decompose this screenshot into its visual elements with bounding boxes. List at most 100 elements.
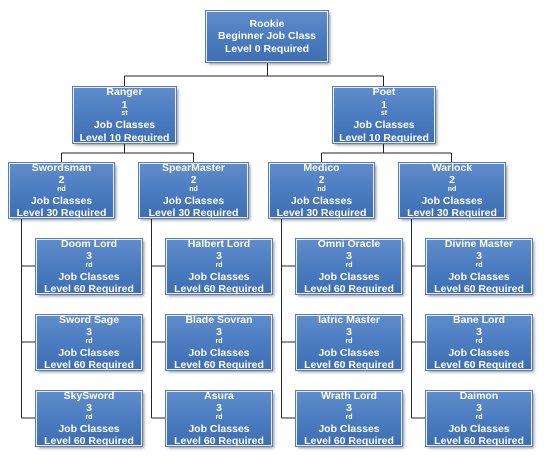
ordinal: 3 <box>346 326 352 338</box>
node-name: Medico <box>303 161 340 174</box>
node-class-label: Job Classes <box>448 270 510 283</box>
ordinal: 3 <box>476 402 482 414</box>
node-name: Daimon <box>459 389 499 402</box>
ordinal: 3 <box>86 326 92 338</box>
connector-swordsman <box>21 218 36 419</box>
connector-ranger <box>61 143 194 163</box>
ordinal: 2 <box>449 174 455 186</box>
ordinal: 3 <box>346 402 352 414</box>
connector-spearmaster <box>151 218 166 419</box>
ordinal: 1 <box>121 98 128 111</box>
ordinal: 3 <box>216 250 222 262</box>
ordinal: 3 <box>216 402 222 414</box>
node-level: Level 60 Required <box>44 435 134 447</box>
ordinal-suffix: rd <box>475 337 483 345</box>
node-name: Sword Sage <box>58 313 120 326</box>
ordinal-suffix: rd <box>85 337 93 345</box>
node-level: Level 30 Required <box>407 207 497 219</box>
node-level: Level 60 Required <box>434 283 524 295</box>
node-class-label: Job Classes <box>30 194 93 207</box>
ordinal-suffix: nd <box>447 185 457 193</box>
ordinal-suffix: rd <box>215 261 223 269</box>
node-class-label: Job Classes <box>421 194 483 207</box>
connector-warlock <box>411 218 426 419</box>
node-name: Asura <box>204 389 234 402</box>
ordinal: 2 <box>318 174 325 186</box>
node-level: Level 10 Required <box>79 131 170 144</box>
ordinal-suffix: rd <box>345 337 353 345</box>
ordinal: 3 <box>86 250 92 262</box>
node-level: Level 30 Required <box>16 207 107 219</box>
node-name: Wrath Lord <box>321 389 377 402</box>
node-class-label: Job Classes <box>188 270 250 283</box>
ordinal: 2 <box>58 174 65 186</box>
node-name: Rookie <box>249 17 285 30</box>
ordinal-suffix: nd <box>189 185 198 193</box>
node-level: Level 60 Required <box>174 435 264 447</box>
ordinal: 1 <box>381 98 387 111</box>
ordinal: 2 <box>190 174 197 186</box>
node-level: Level 60 Required <box>44 359 134 371</box>
node-level: Level 60 Required <box>44 283 134 295</box>
ordinal-suffix: rd <box>345 413 353 421</box>
node-level: Level 60 Required <box>174 359 264 371</box>
ordinal-suffix: rd <box>475 413 483 421</box>
node-class-label: Job Classes <box>188 346 250 359</box>
node-name: Warlock <box>431 161 473 174</box>
node-level: Level 60 Required <box>434 435 524 447</box>
node-level: Level 60 Required <box>304 359 394 371</box>
connector-root <box>124 62 384 87</box>
ordinal: 3 <box>346 250 352 262</box>
ordinal: 3 <box>476 250 482 262</box>
node-class-label: Job Classes <box>162 194 225 207</box>
node-name: Divine Master <box>444 237 514 250</box>
node-name: Halbert Lord <box>187 237 251 250</box>
ordinal-suffix: nd <box>317 185 326 193</box>
node-name: Swordsman <box>31 161 92 174</box>
node-level: Level 60 Required <box>304 435 394 447</box>
node-name: Blade Sovran <box>185 313 253 326</box>
node-name: Ranger <box>106 86 143 98</box>
node-class-label: Job Classes <box>188 422 250 435</box>
node-level: Level 60 Required <box>304 283 394 295</box>
ordinal: 3 <box>216 326 222 338</box>
node-level: Level 30 Required <box>148 207 239 219</box>
node-class-label: Job Classes <box>58 422 120 435</box>
node-name: Omni Oracle <box>317 237 381 250</box>
ordinal-suffix: rd <box>215 413 223 421</box>
node-class-label: Job Classes <box>58 346 120 359</box>
node-class-label: Job Classes <box>290 194 353 207</box>
node-class-label: Job Classes <box>93 119 156 131</box>
node-class-label: Beginner Job Class <box>217 30 317 43</box>
node-class-label: Job Classes <box>58 270 120 283</box>
node-level: Level 10 Required <box>339 131 429 144</box>
connector-poet <box>321 143 452 163</box>
node-rookie: Rookie Beginner Job Class Level 0 Requir… <box>205 10 329 63</box>
node-class-label: Job Classes <box>318 270 380 283</box>
node-class-label: Job Classes <box>448 346 510 359</box>
node-class-label: Job Classes <box>448 422 510 435</box>
node-name: SpearMaster <box>161 161 226 174</box>
ordinal-suffix: rd <box>85 413 93 421</box>
ordinal-suffix: nd <box>57 185 66 193</box>
ordinal-suffix: rd <box>475 261 483 269</box>
node-level: Level 0 Required <box>224 42 310 55</box>
node-name: Bane Lord <box>453 313 505 326</box>
ordinal-suffix: st <box>121 110 128 117</box>
node-class-label: Job Classes <box>353 119 415 131</box>
